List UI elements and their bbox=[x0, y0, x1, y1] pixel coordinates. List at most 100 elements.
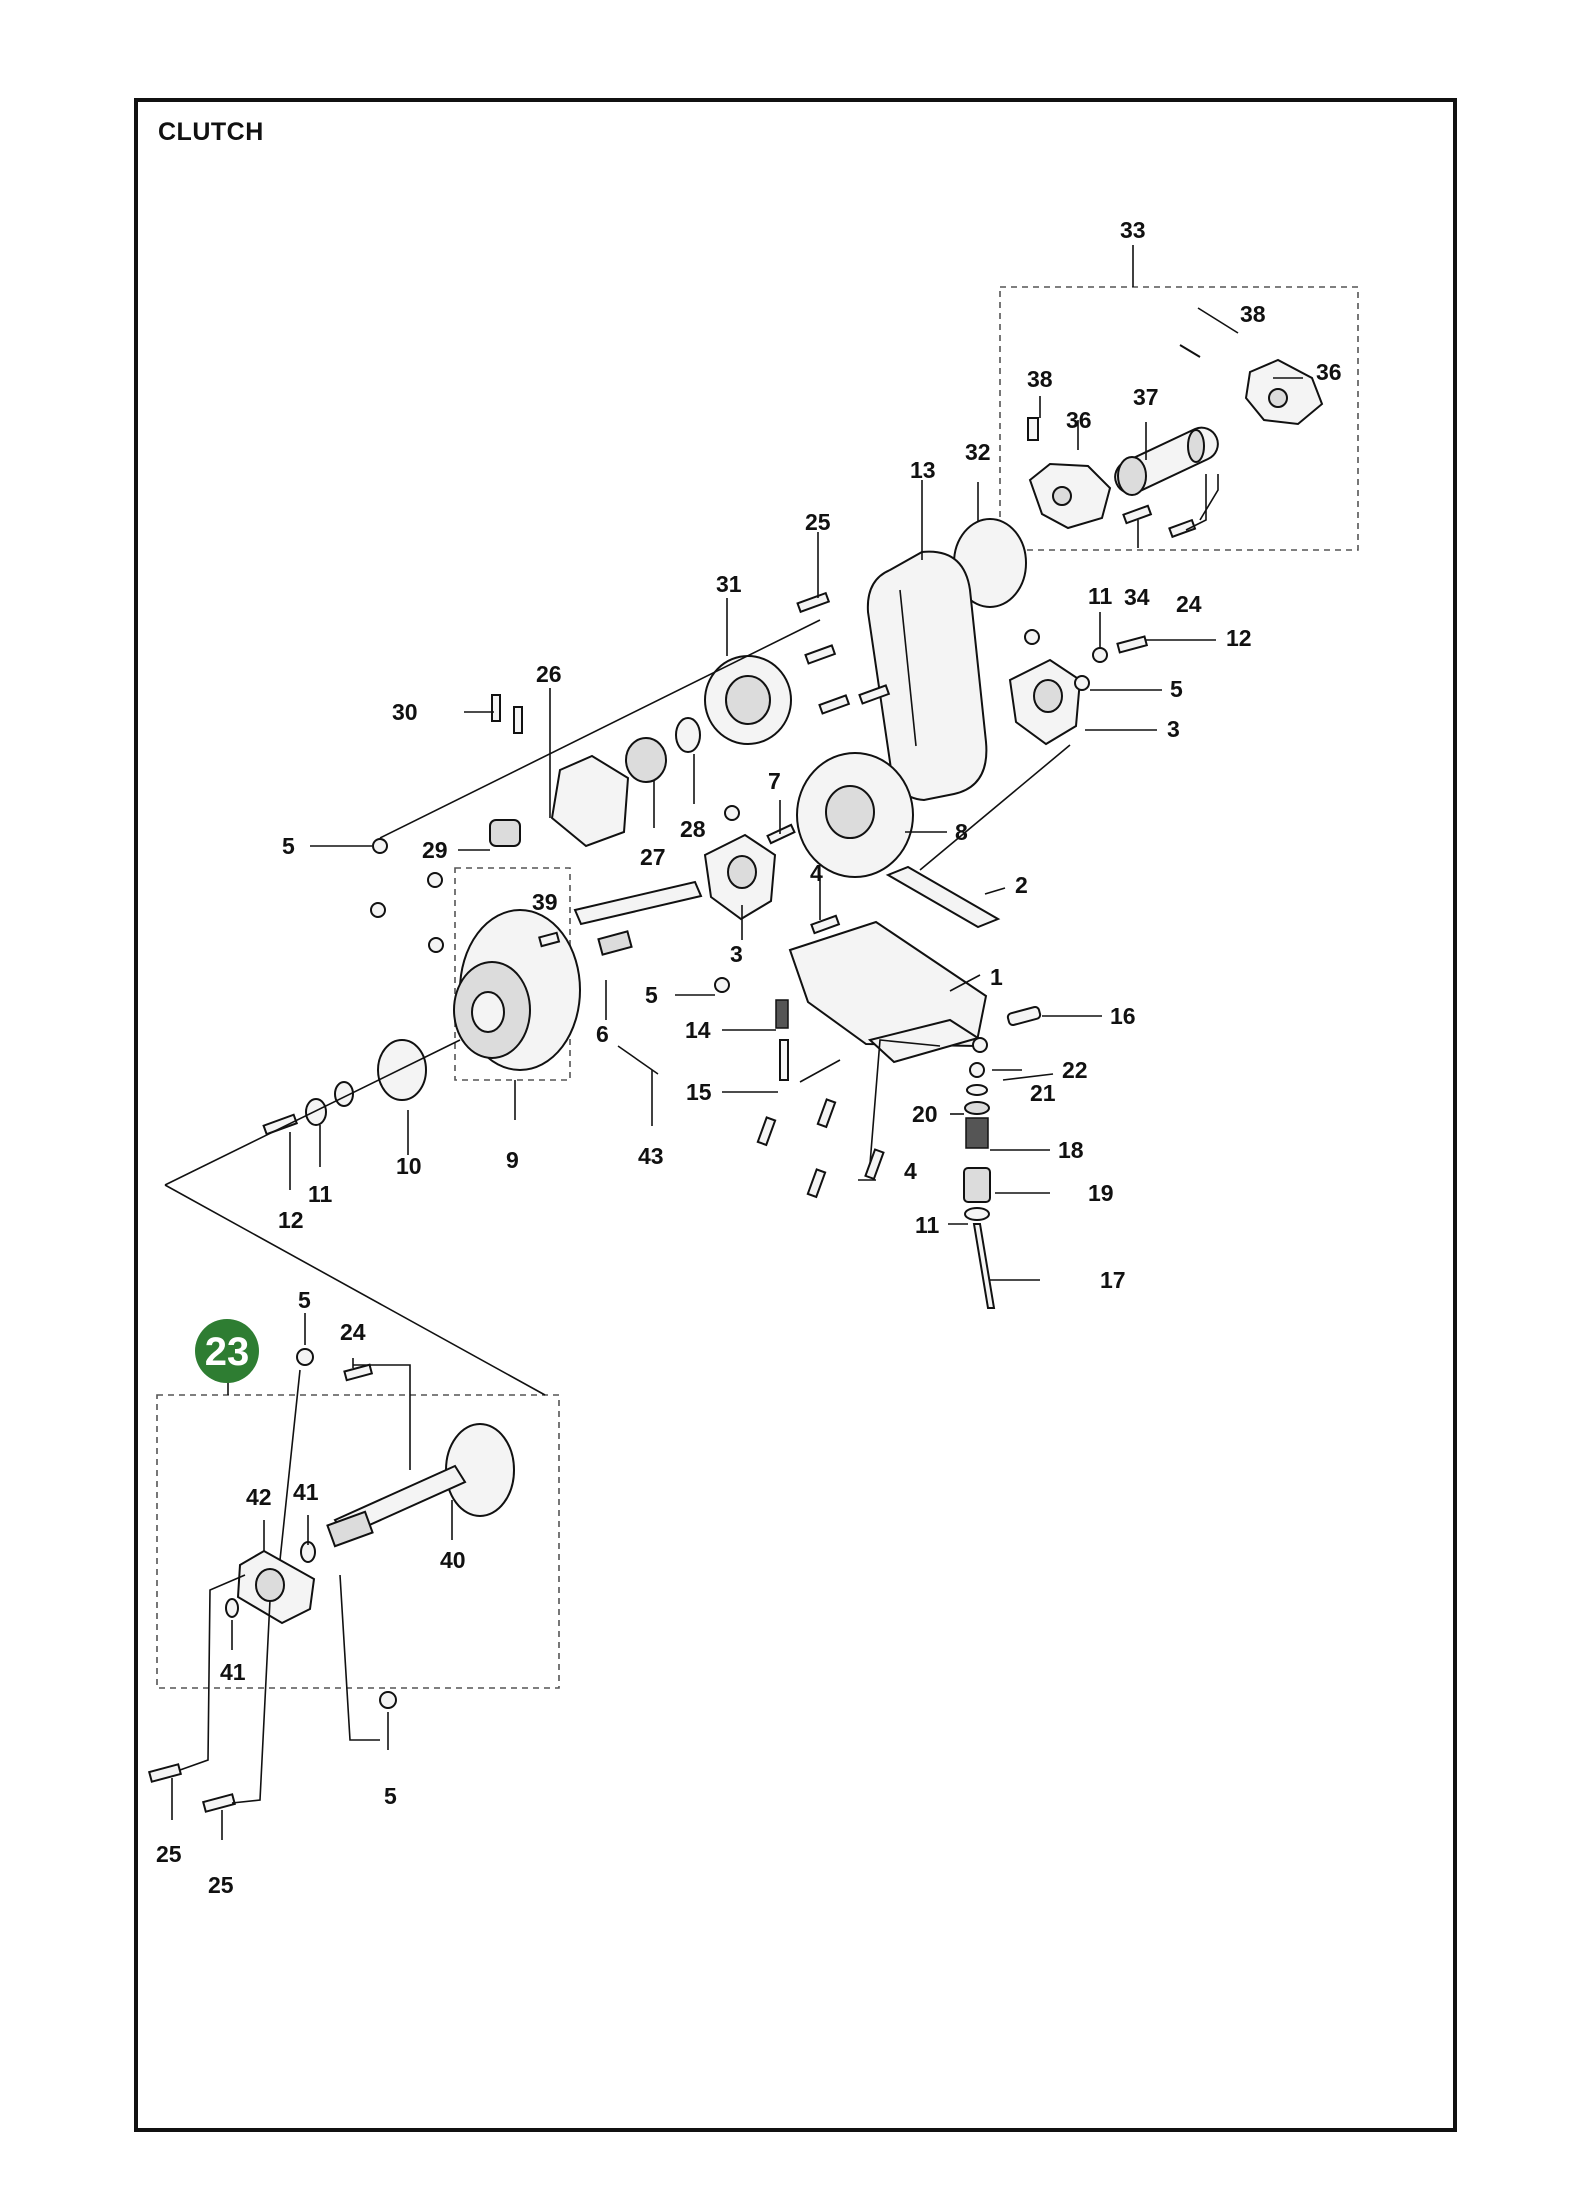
shaft-40-spline bbox=[326, 1510, 374, 1548]
sleeve-19 bbox=[963, 1167, 991, 1203]
callout-10: 10 bbox=[396, 1153, 422, 1179]
plate-2 bbox=[885, 865, 1001, 929]
bolt-38-right bbox=[1179, 344, 1201, 358]
hub-26 bbox=[550, 754, 630, 848]
diagram-frame bbox=[134, 98, 1457, 2132]
bolt-25-left bbox=[147, 1763, 183, 1783]
clutch-9-bore bbox=[471, 991, 505, 1033]
washer-20 bbox=[966, 1084, 988, 1096]
ring-28 bbox=[675, 717, 701, 753]
bolt-lower-a bbox=[756, 1116, 777, 1147]
callout-25-left: 25 bbox=[156, 1841, 182, 1867]
nut-left-c bbox=[428, 937, 444, 953]
callout-5-top-23: 5 bbox=[298, 1287, 311, 1313]
callout-33: 33 bbox=[1120, 217, 1146, 243]
callout-5-right: 5 bbox=[1170, 676, 1183, 702]
washer-11-top bbox=[1092, 647, 1108, 663]
tension-bracket-drawing bbox=[714, 865, 1042, 1199]
badge-number: 23 bbox=[205, 1330, 250, 1374]
callout-12-left: 12 bbox=[278, 1207, 304, 1233]
bearing-block-3-left-bore bbox=[727, 855, 757, 889]
callout-3-left: 3 bbox=[730, 941, 743, 967]
spring-18 bbox=[965, 1117, 989, 1149]
callout-1: 1 bbox=[990, 964, 1003, 990]
circlip-41-bottom bbox=[225, 1598, 239, 1618]
nut-7 bbox=[724, 805, 740, 821]
nut-5-top-23 bbox=[296, 1348, 314, 1366]
callout-26: 26 bbox=[536, 661, 562, 687]
callout-20: 20 bbox=[912, 1101, 938, 1127]
coupling-assembly-drawing bbox=[1027, 344, 1324, 539]
callout-7: 7 bbox=[768, 768, 781, 794]
output-shaft-assembly-drawing bbox=[147, 1348, 515, 1813]
screw-30a bbox=[491, 694, 501, 722]
badge-circle bbox=[195, 1319, 259, 1383]
bolt-25-top bbox=[796, 591, 831, 614]
nut-5-right bbox=[1074, 675, 1090, 691]
washer-18-top bbox=[964, 1101, 990, 1115]
nut-left-a bbox=[427, 872, 443, 888]
bolt-7 bbox=[766, 823, 796, 845]
ring-37 bbox=[1187, 429, 1205, 463]
callout-38-left: 38 bbox=[1027, 366, 1053, 392]
callout-12-top: 12 bbox=[1226, 625, 1252, 651]
bracket-14 bbox=[775, 999, 789, 1029]
belt-and-pulleys-drawing bbox=[489, 518, 1027, 878]
bolt-15 bbox=[779, 1039, 789, 1081]
shaft-6-spline bbox=[597, 930, 633, 956]
clutch-assembly-drawing bbox=[262, 838, 703, 1136]
pin-39 bbox=[538, 931, 561, 948]
nut-5-bottom-23 bbox=[379, 1691, 397, 1709]
callout-5-left: 5 bbox=[282, 833, 295, 859]
coupling-hub-right bbox=[1268, 388, 1288, 408]
callout-16: 16 bbox=[1110, 1003, 1136, 1029]
bolt-lower bbox=[858, 684, 891, 705]
bolt-34 bbox=[1122, 504, 1153, 525]
belt-inner-line bbox=[899, 589, 917, 747]
nut-left-b bbox=[370, 902, 386, 918]
bracket-rod bbox=[799, 1059, 841, 1083]
callout-11-bottom: 11 bbox=[915, 1212, 940, 1238]
shaft-6 bbox=[573, 880, 703, 926]
leader-lines bbox=[164, 245, 1303, 1840]
callout-37: 37 bbox=[1133, 384, 1159, 410]
bearing-37 bbox=[1117, 456, 1147, 496]
callout-38-right: 38 bbox=[1240, 301, 1266, 327]
callout-25-right: 25 bbox=[208, 1872, 234, 1898]
assembly-badge: 23 bbox=[195, 1319, 259, 1383]
callout-28: 28 bbox=[680, 816, 706, 842]
collar-29 bbox=[489, 819, 521, 847]
callout-41-top: 41 bbox=[293, 1479, 319, 1505]
pulley-8-hub bbox=[825, 785, 875, 839]
nut-5-center bbox=[714, 977, 730, 993]
callout-8: 8 bbox=[955, 819, 968, 845]
callout-40: 40 bbox=[440, 1547, 466, 1573]
washer-11-left bbox=[305, 1098, 327, 1126]
bolt-24 bbox=[1168, 518, 1197, 539]
callout-14: 14 bbox=[685, 1017, 711, 1043]
callout-42: 42 bbox=[246, 1484, 272, 1510]
callout-5-bottom-23: 5 bbox=[384, 1783, 397, 1809]
callout-21: 21 bbox=[1030, 1080, 1056, 1106]
callout-numbers: 33 38 36 38 37 36 32 13 25 31 11 34 24 1… bbox=[156, 217, 1342, 1898]
screw-30b bbox=[513, 706, 523, 734]
callout-29: 29 bbox=[422, 837, 448, 863]
callout-2: 2 bbox=[1015, 872, 1028, 898]
callout-36-left: 36 bbox=[1066, 407, 1092, 433]
nut-top bbox=[1024, 629, 1040, 645]
bolt-17 bbox=[972, 1223, 996, 1309]
callout-5-center: 5 bbox=[645, 982, 658, 1008]
bearing-blocks-drawing bbox=[703, 629, 1149, 921]
callout-6: 6 bbox=[596, 1021, 609, 1047]
callout-31: 31 bbox=[716, 571, 742, 597]
coupling-hub-left bbox=[1052, 486, 1072, 506]
callout-13: 13 bbox=[910, 457, 936, 483]
callout-30: 30 bbox=[392, 699, 418, 725]
page-title: CLUTCH bbox=[158, 118, 264, 146]
callout-9: 9 bbox=[506, 1147, 519, 1173]
callout-43: 43 bbox=[638, 1143, 664, 1169]
callout-4-top: 4 bbox=[810, 860, 823, 886]
callout-11-top: 11 bbox=[1088, 583, 1113, 609]
